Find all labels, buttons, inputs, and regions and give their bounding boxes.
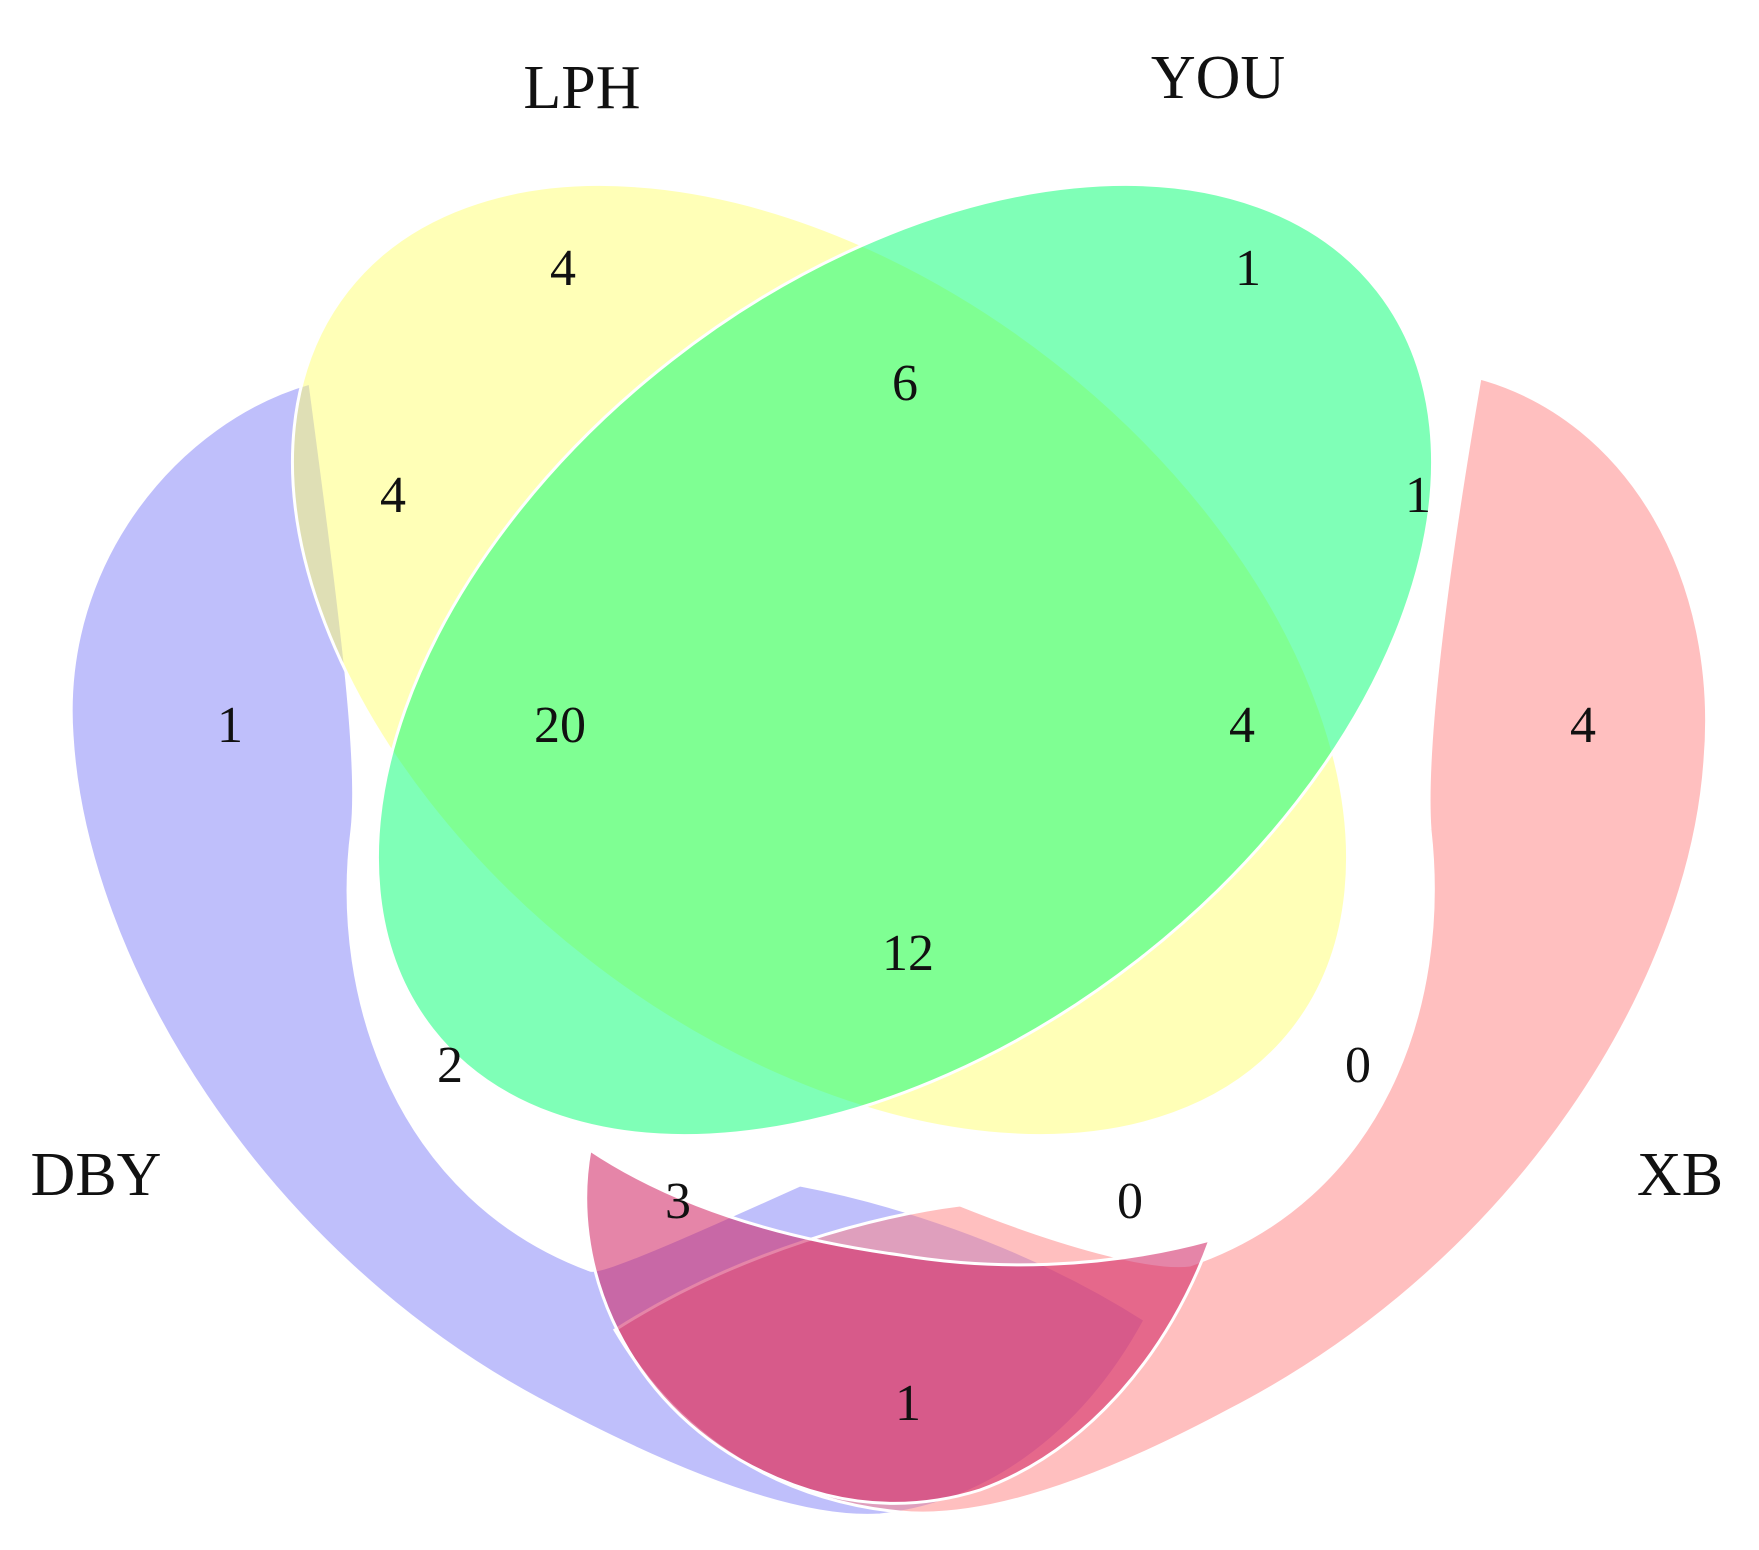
region-lph-you-xb: 4 [1229,697,1255,754]
set-label-you: YOU [1151,44,1285,112]
region-dby-lph-xb: 3 [665,1173,691,1230]
set-dby-xb-lower-shape [584,1147,1213,1505]
region-xb-only: 4 [1570,697,1596,754]
region-dby-you-xb: 0 [1117,1173,1143,1230]
region-dby-lph-you: 20 [534,697,586,754]
region-dby-only: 1 [217,697,243,754]
region-lph-xb: 0 [1345,1037,1371,1094]
region-dby-xb: 1 [895,1375,921,1432]
region-dby-you: 2 [437,1037,463,1094]
set-you-shape [375,182,1435,1138]
set-label-dby: DBY [31,1141,162,1209]
set-label-xb: XB [1637,1141,1723,1209]
region-you-only: 1 [1235,240,1261,297]
region-you-xb: 1 [1405,467,1431,524]
region-lph-you: 6 [892,355,918,412]
set-label-lph: LPH [523,54,640,122]
region-all: 12 [882,925,934,982]
region-lph-only: 4 [550,240,576,297]
region-dby-lph: 4 [380,467,406,524]
